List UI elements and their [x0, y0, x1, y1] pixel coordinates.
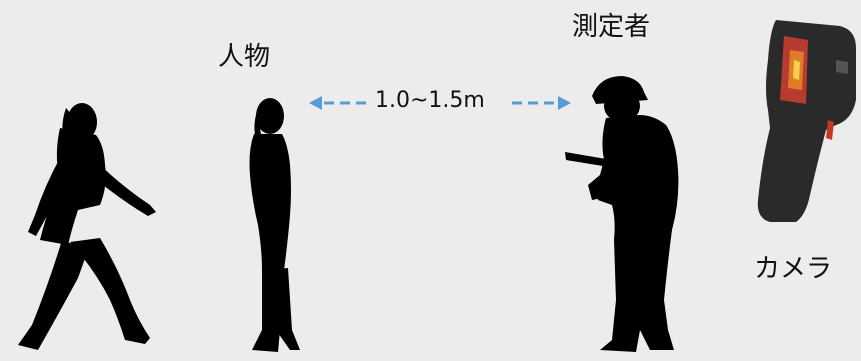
distance-label: 1.0~1.5m	[375, 88, 485, 113]
thermal-camera-icon	[757, 20, 856, 222]
standing-person-icon	[249, 98, 300, 352]
walking-person-icon	[18, 103, 156, 350]
camera-label: カメラ	[754, 254, 833, 284]
person-label: 人物	[218, 42, 271, 72]
double-arrow-icon	[309, 96, 571, 110]
measurer-label: 測定者	[572, 12, 651, 42]
measurer-with-thermometer-icon	[565, 76, 679, 352]
